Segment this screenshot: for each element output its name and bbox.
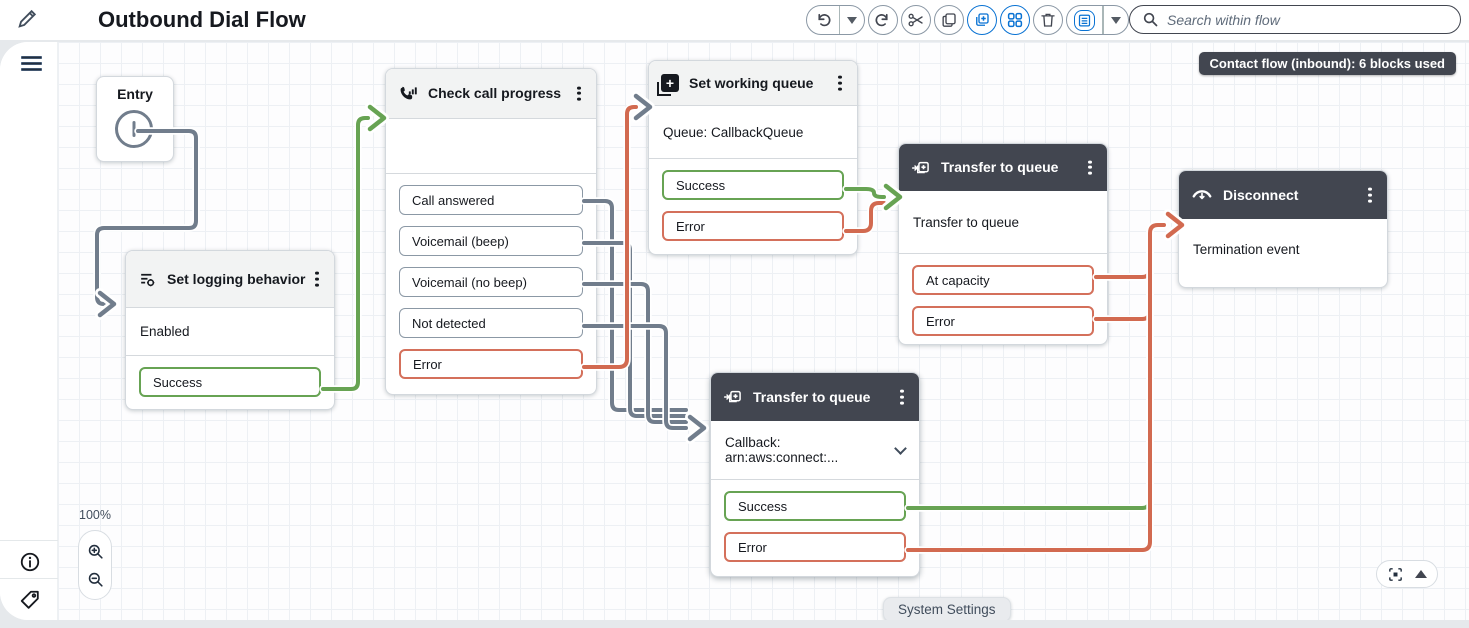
divider	[126, 355, 334, 356]
block-title: Set logging behavior	[167, 270, 306, 287]
block-title: Set working queue	[689, 74, 814, 91]
zoom-in-icon[interactable]	[86, 542, 105, 561]
caret-down-icon	[847, 16, 858, 24]
note-icon	[1074, 9, 1096, 31]
output-at-capacity[interactable]: At capacity	[912, 265, 1094, 295]
canvas-view-controls	[1376, 560, 1438, 588]
output-voicemail-beep-[interactable]: Voicemail (beep)	[399, 226, 583, 256]
tag-icon[interactable]	[19, 589, 41, 611]
divider	[711, 479, 919, 480]
block-set-working-queue[interactable]: + Set working queue Queue: CallbackQueue…	[648, 60, 858, 255]
delete-button[interactable]	[1033, 5, 1064, 35]
block-entry[interactable]: Entry	[96, 76, 174, 162]
output-call-answered[interactable]: Call answered	[399, 185, 583, 215]
block-title: Transfer to queue	[753, 388, 871, 405]
divider	[649, 158, 857, 159]
block-title: Disconnect	[1223, 186, 1299, 203]
entry-port-icon[interactable]	[115, 110, 153, 148]
output-success[interactable]: Success	[724, 491, 906, 521]
copy-button[interactable]	[934, 5, 965, 35]
search-icon	[1143, 12, 1158, 27]
block-title: System Settings	[883, 597, 1011, 620]
annotations-dropdown-button[interactable]	[1104, 6, 1128, 34]
annotations-group	[1066, 5, 1129, 35]
fit-to-screen-icon[interactable]	[1387, 566, 1404, 583]
queue-selector[interactable]: Callback: arn:aws:connect:...	[711, 421, 919, 479]
block-menu-icon[interactable]	[572, 86, 586, 101]
block-parameter: Queue: CallbackQueue	[663, 124, 804, 140]
flow-type-badge: Contact flow (inbound): 6 blocks used	[1198, 52, 1456, 75]
block-set-logging-behavior[interactable]: Set logging behavior Enabled Success	[125, 250, 335, 410]
top-bar: Outbound Dial Flow	[0, 0, 1469, 40]
block-menu-icon[interactable]	[895, 389, 909, 405]
block-disconnect[interactable]: Disconnect Termination event	[1178, 170, 1388, 288]
block-menu-icon[interactable]	[310, 271, 324, 287]
call-progress-icon	[398, 84, 418, 104]
info-icon[interactable]	[19, 551, 41, 573]
block-title: Entry	[117, 86, 153, 102]
block-title: Transfer to queue	[941, 159, 1059, 176]
settings-lines-icon	[138, 270, 157, 289]
toolbar	[806, 5, 1129, 35]
disconnect-phone-icon	[1191, 184, 1213, 206]
transfer-queue-icon	[911, 158, 931, 178]
divider	[0, 540, 58, 541]
paste-block-button[interactable]	[967, 5, 998, 35]
redo-button[interactable]	[868, 5, 899, 35]
block-title: Check call progress	[428, 85, 562, 102]
block-transfer-to-queue-1[interactable]: Transfer to queue Transfer to queue At c…	[898, 143, 1108, 345]
divider	[0, 578, 58, 579]
block-system-settings[interactable]: System Settings	[883, 597, 1011, 620]
block-outputs: Success	[126, 356, 334, 408]
queue-icon: +	[657, 74, 679, 96]
output-not-detected[interactable]: Not detected	[399, 308, 583, 338]
divider	[839, 6, 841, 34]
edit-title-icon[interactable]	[16, 8, 38, 30]
block-transfer-to-queue-2[interactable]: Transfer to queue Callback: arn:aws:conn…	[710, 372, 920, 577]
menu-icon[interactable]	[21, 56, 42, 74]
block-parameter	[386, 119, 596, 173]
flow-canvas[interactable]: Contact flow (inbound): 6 blocks used En…	[0, 42, 1469, 620]
output-success[interactable]: Success	[662, 170, 844, 200]
undo-button[interactable]	[807, 6, 839, 34]
undo-dropdown-button[interactable]	[840, 6, 864, 34]
output-error[interactable]: Error	[399, 349, 583, 379]
zoom-out-icon[interactable]	[86, 570, 105, 589]
search-input[interactable]	[1167, 11, 1448, 28]
caret-down-icon	[1110, 16, 1121, 24]
queue-selector-value: Callback: arn:aws:connect:...	[725, 435, 839, 465]
zoom-level: 100%	[79, 508, 111, 522]
block-menu-icon[interactable]	[1363, 187, 1377, 203]
transfer-queue-icon	[723, 387, 743, 407]
output-voicemail-no-beep-[interactable]: Voicemail (no beep)	[399, 267, 583, 297]
divider	[386, 173, 596, 174]
flow-search	[1129, 5, 1461, 34]
undo-group	[806, 5, 866, 35]
output-error[interactable]: Error	[662, 211, 844, 241]
output-success[interactable]: Success	[139, 367, 321, 397]
left-rail	[0, 42, 58, 620]
divider	[1102, 6, 1104, 34]
chevron-down-icon	[894, 441, 907, 455]
block-parameter: Enabled	[140, 324, 190, 339]
output-error[interactable]: Error	[724, 532, 906, 562]
page-title: Outbound Dial Flow	[98, 7, 306, 32]
collapse-up-icon[interactable]	[1414, 570, 1427, 578]
output-error[interactable]: Error	[912, 306, 1094, 336]
block-menu-icon[interactable]	[833, 75, 847, 91]
block-parameter: Termination event	[1193, 241, 1300, 257]
block-menu-icon[interactable]	[1083, 160, 1097, 175]
block-parameter: Transfer to queue	[913, 214, 1020, 230]
annotations-button[interactable]	[1067, 6, 1102, 34]
cut-button[interactable]	[901, 5, 932, 35]
arrange-blocks-button[interactable]	[1000, 5, 1031, 35]
zoom-controls	[78, 530, 112, 600]
